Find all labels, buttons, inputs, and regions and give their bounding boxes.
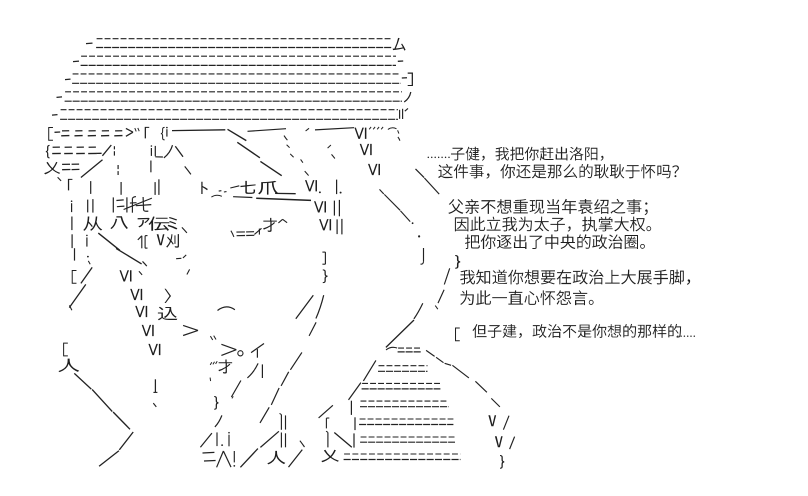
dialogue-line-8: 但子建，政治不是你想的那样的…… (472, 321, 712, 340)
dialogue-line-2: 这件事，你还是那么的耿耿于怀吗？ (438, 162, 678, 181)
dialogue-line-6: 我知道你想要在政治上大展手脚， (460, 267, 685, 286)
dialogue-line-5: 把你逐出了中央的政治圈。 (465, 232, 645, 251)
dialogue-line-1: ……子健，我把你赶出洛阳， (423, 144, 618, 163)
ascii-art-text: -ﾆﾆﾆﾆﾆﾆﾆﾆﾆﾆﾆﾆﾆﾆﾆﾆﾆﾆﾆﾆﾆﾆﾆﾆﾆﾆﾆﾆﾆﾆﾆﾆﾆﾆﾆﾆﾆ厶 … (40, 49, 422, 476)
dialogue-line-7: 为此一直心怀怨言。 (460, 288, 595, 307)
dialogue-line-3: 父亲不想重现当年袁绍之事； (448, 197, 643, 216)
